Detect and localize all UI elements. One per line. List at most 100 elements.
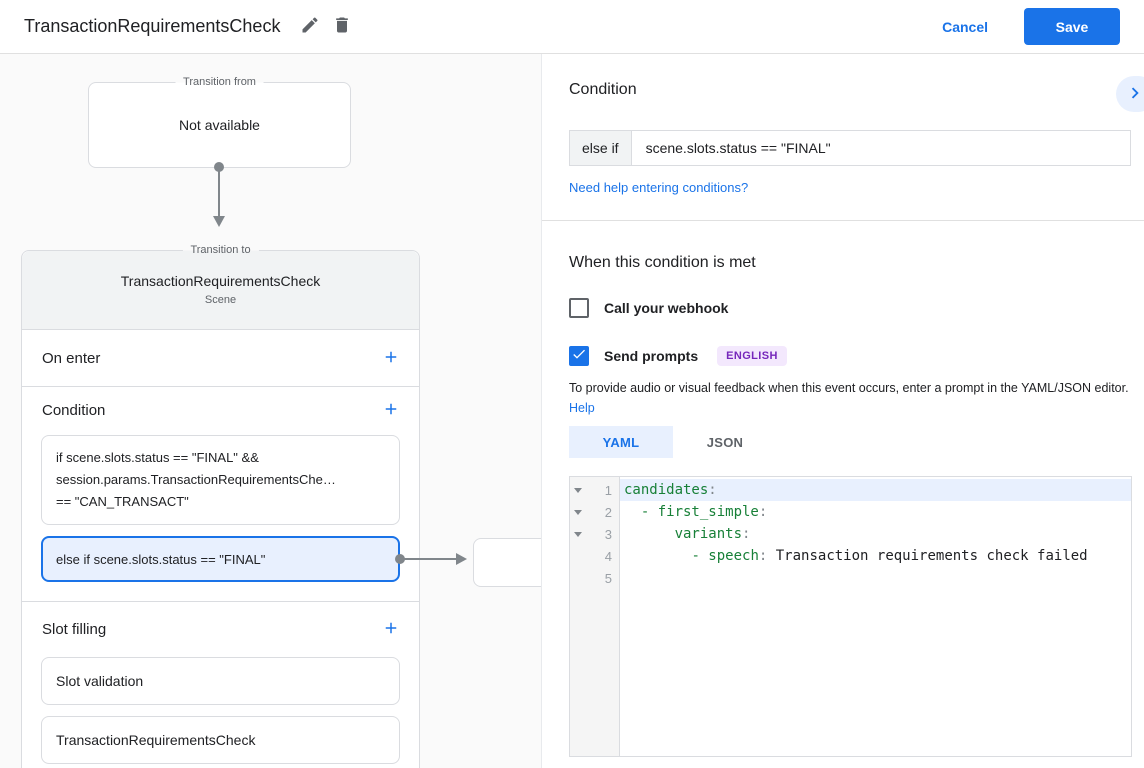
gutter-line: 4	[570, 545, 619, 567]
prompt-helper-text: To provide audio or visual feedback when…	[569, 378, 1131, 418]
code-line[interactable]: - speech: Transaction requirements check…	[620, 545, 1131, 567]
transition-from-legend: Transition from	[175, 75, 264, 90]
plus-icon	[382, 348, 400, 369]
editor-gutter: 1 2 3 4 5	[570, 477, 620, 756]
code-line[interactable]: variants:	[620, 523, 1131, 545]
arrow-right-icon	[456, 553, 467, 565]
slot-filling-section-header: Slot filling	[22, 602, 419, 656]
check-icon	[571, 346, 587, 367]
code-token: :	[708, 482, 717, 498]
code-token	[624, 504, 641, 520]
transition-to-card: Transition to TransactionRequirementsChe…	[21, 243, 420, 768]
slot-item-label: TransactionRequirementsCheck	[56, 732, 256, 748]
transition-from-text: Not available	[179, 117, 260, 133]
edit-title-button[interactable]	[294, 11, 326, 43]
scene-diagram-canvas: Transition from Not available Transition…	[0, 54, 541, 768]
on-enter-section: On enter	[22, 330, 419, 387]
when-condition-met-section: When this condition is met Call your web…	[542, 252, 1144, 757]
condition-expression-row: else if	[569, 130, 1131, 166]
condition-line: if scene.slots.status == "FINAL" &&	[56, 450, 259, 465]
code-token: :	[742, 526, 751, 542]
when-condition-met-heading: When this condition is met	[569, 254, 756, 271]
condition-line: session.params.TransactionRequirementsCh…	[56, 472, 336, 487]
scene-card-subtitle: Scene	[204, 294, 237, 306]
condition-expression-input[interactable]	[631, 131, 1130, 165]
slot-item-validation[interactable]: Slot validation	[41, 657, 400, 705]
code-line[interactable]	[620, 567, 1131, 589]
editor-code-area[interactable]: candidates: - first_simple: variants: - …	[620, 477, 1131, 756]
code-token	[624, 526, 675, 542]
send-prompts-checkbox[interactable]	[569, 346, 589, 366]
save-button[interactable]: Save	[1024, 8, 1120, 45]
fold-arrow-icon[interactable]	[574, 487, 582, 493]
on-enter-label: On enter	[42, 349, 101, 367]
plus-icon	[382, 619, 400, 640]
condition-help-link[interactable]: Need help entering conditions?	[569, 180, 749, 195]
fold-arrow-icon[interactable]	[574, 531, 582, 537]
condition-detail-panel: Condition else if Need help entering con…	[541, 54, 1144, 768]
yaml-code-editor[interactable]: 1 2 3 4 5 candidates: - first_simple: varian…	[569, 476, 1132, 757]
tab-json[interactable]: JSON	[673, 426, 777, 458]
add-condition-button[interactable]	[377, 396, 405, 424]
connector-line-horizontal	[400, 558, 457, 560]
page-title: TransactionRequirementsCheck	[24, 16, 281, 36]
condition-item-elseif-selected[interactable]: else if scene.slots.status == "FINAL"	[41, 536, 400, 582]
code-token: Transaction requirements check failed	[767, 548, 1088, 564]
code-token: :	[758, 504, 768, 520]
gutter-line: 1	[570, 479, 619, 501]
fold-arrow-icon[interactable]	[574, 509, 582, 515]
top-bar: TransactionRequirementsCheck Cancel Save	[0, 0, 1144, 54]
slot-item-transaction-requirements[interactable]: TransactionRequirementsCheck	[41, 716, 400, 764]
condition-item-if[interactable]: if scene.slots.status == "FINAL" && sess…	[41, 435, 400, 525]
add-slot-button[interactable]	[377, 615, 405, 643]
webhook-label[interactable]: Call your webhook	[604, 300, 729, 316]
gutter-line: 3	[570, 523, 619, 545]
add-on-enter-button[interactable]	[377, 344, 405, 372]
webhook-checkbox[interactable]	[569, 298, 589, 318]
tab-yaml[interactable]: YAML	[569, 426, 673, 458]
code-token: :	[758, 548, 768, 564]
slot-filling-label: Slot filling	[42, 620, 107, 638]
trash-icon	[332, 15, 352, 38]
condition-editor-section: Condition else if Need help entering con…	[542, 54, 1144, 221]
language-badge: ENGLISH	[717, 346, 787, 366]
transition-to-legend: Transition to	[182, 243, 259, 258]
line-number: 5	[604, 570, 612, 586]
delete-scene-button[interactable]	[326, 11, 358, 43]
line-number: 4	[604, 548, 612, 564]
condition-prefix: else if	[570, 131, 632, 165]
webhook-checkbox-row: Call your webhook	[569, 298, 1131, 318]
cancel-button[interactable]: Cancel	[926, 11, 1004, 43]
code-line[interactable]: - first_simple:	[620, 501, 1131, 523]
gutter-line: 5	[570, 567, 619, 589]
condition-line: == "CAN_TRANSACT"	[56, 494, 189, 509]
send-prompts-checkbox-row: Send prompts ENGLISH	[569, 346, 1131, 366]
line-number: 3	[604, 526, 612, 542]
line-number: 2	[604, 504, 612, 520]
send-prompts-label[interactable]: Send prompts	[604, 348, 699, 364]
scene-card-header[interactable]: TransactionRequirementsCheck Scene	[22, 251, 419, 330]
slot-item-label: Slot validation	[56, 673, 144, 689]
transition-from-box: Transition from Not available	[88, 75, 351, 168]
line-number: 1	[604, 482, 612, 498]
scene-card-title: TransactionRequirementsCheck	[120, 273, 321, 289]
condition-elseif-text: else if scene.slots.status == "FINAL"	[56, 551, 266, 567]
transition-target-box[interactable]	[473, 538, 541, 587]
plus-icon	[382, 400, 400, 421]
condition-section-header: Condition	[22, 387, 419, 433]
help-link[interactable]: Help	[569, 401, 595, 415]
code-token: variants	[674, 526, 743, 542]
editor-format-tabs: YAML JSON	[569, 426, 1131, 458]
section-divider	[22, 601, 419, 602]
code-token: - first_simple	[640, 504, 759, 520]
pencil-icon	[300, 15, 320, 38]
panel-title: Condition	[569, 81, 637, 98]
helper-text: To provide audio or visual feedback when…	[569, 381, 1129, 395]
code-line[interactable]: candidates:	[620, 479, 1131, 501]
slot-list: Slot validation TransactionRequirementsC…	[22, 656, 419, 764]
code-token: - speech	[691, 548, 759, 564]
code-token	[624, 548, 691, 564]
gutter-line: 2	[570, 501, 619, 523]
collapse-panel-button[interactable]	[1116, 76, 1144, 112]
